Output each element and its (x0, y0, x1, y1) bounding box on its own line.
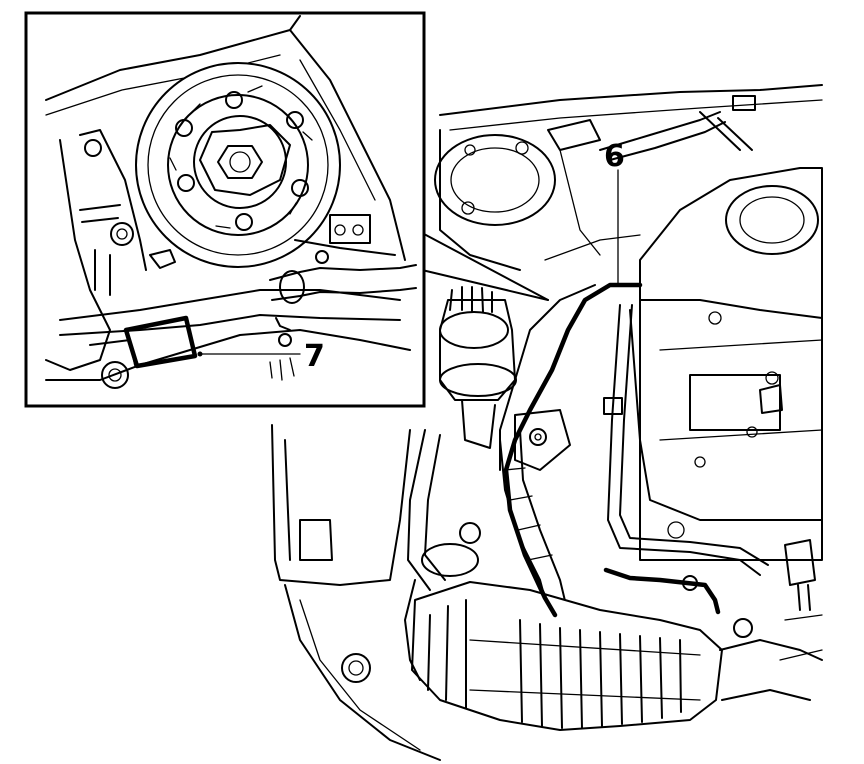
inset-pointer-lines (421, 233, 549, 301)
callout-6-label: 6 (604, 139, 625, 174)
callout-7-label: 7 (304, 339, 325, 374)
detail-inset: 7 (24, 11, 426, 408)
engine-bay-main-view: 6 (271, 84, 823, 761)
center-bolt (217, 145, 263, 179)
